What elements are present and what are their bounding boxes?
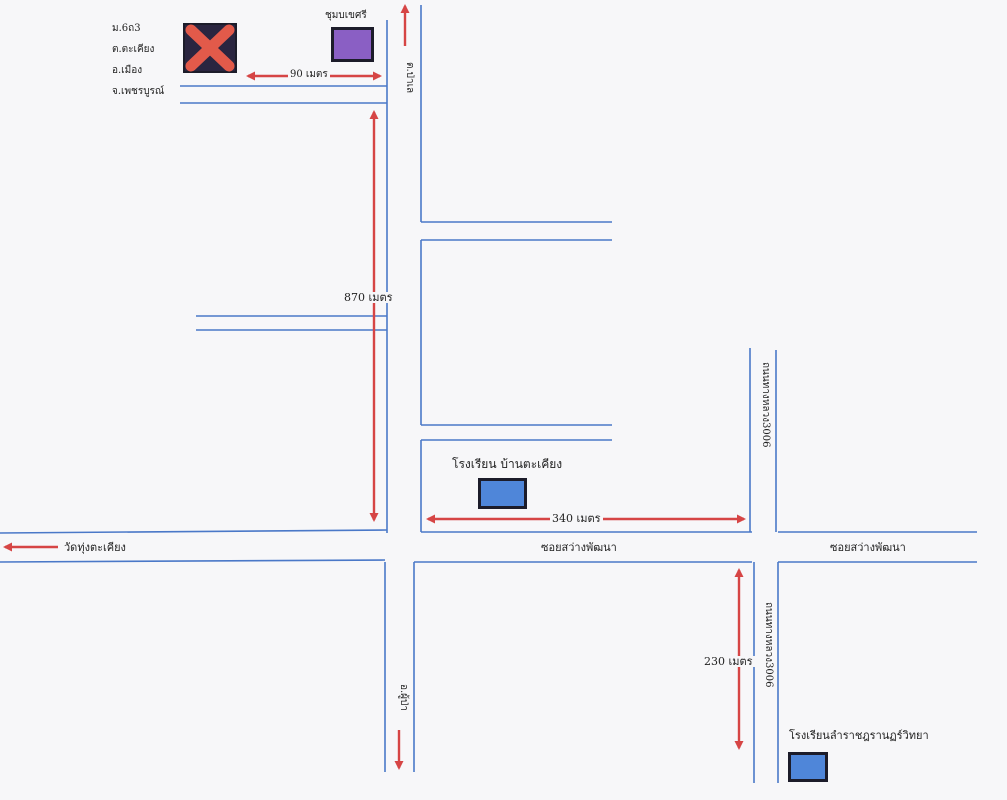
address-line-subdistrict: ต.ตะเคียง bbox=[112, 44, 155, 55]
road-lines bbox=[0, 5, 977, 783]
office-marker-icon bbox=[331, 27, 374, 62]
road-west-label: วัดทุ่งตะเคียง bbox=[64, 541, 126, 554]
side-road-label-south: ถนนทางหลวง3006 bbox=[763, 602, 774, 688]
west-road-lower bbox=[0, 559, 386, 563]
address-block: ม.6ถ3 ต.ตะเคียง อ.เมือง จ.เพชรบูรณ์ bbox=[112, 18, 164, 102]
school-label: โรงเรียน บ้านตะเคียง bbox=[452, 457, 563, 471]
distance-label-90m: 90 เมตร bbox=[288, 69, 330, 80]
main-road-label-east: ซอยสว่างพัฒนา bbox=[830, 541, 906, 554]
target-location-icon bbox=[183, 23, 237, 73]
west-road-upper bbox=[0, 529, 388, 534]
distance-arrows bbox=[3, 4, 746, 770]
school-2-label: โรงเรียนลำราชฎรานฏร์วิทยา bbox=[789, 729, 929, 742]
address-line-province: จ.เพชรบูรณ์ bbox=[112, 86, 165, 97]
road-south-label: อ.ผู้ป่า bbox=[398, 684, 409, 712]
side-road-label-north: ถนนทางหลวง3006 bbox=[760, 362, 771, 448]
main-road-label: ซอยสว่างพัฒนา bbox=[541, 541, 617, 554]
school-2-marker-icon bbox=[788, 752, 828, 782]
distance-label-230m: 230 เมตร bbox=[702, 655, 755, 668]
distance-label-870m: 870 เมตร bbox=[342, 291, 395, 304]
address-line-district: อ.เมือง bbox=[112, 65, 143, 76]
distance-label-340m: 340 เมตร bbox=[550, 512, 603, 525]
office-label: ชุมบเขศรี bbox=[325, 10, 367, 21]
address-line-village: ม.6ถ3 bbox=[112, 23, 141, 34]
road-north-label: ต.ป่าเล bbox=[404, 62, 415, 94]
school-marker-icon bbox=[478, 478, 527, 509]
